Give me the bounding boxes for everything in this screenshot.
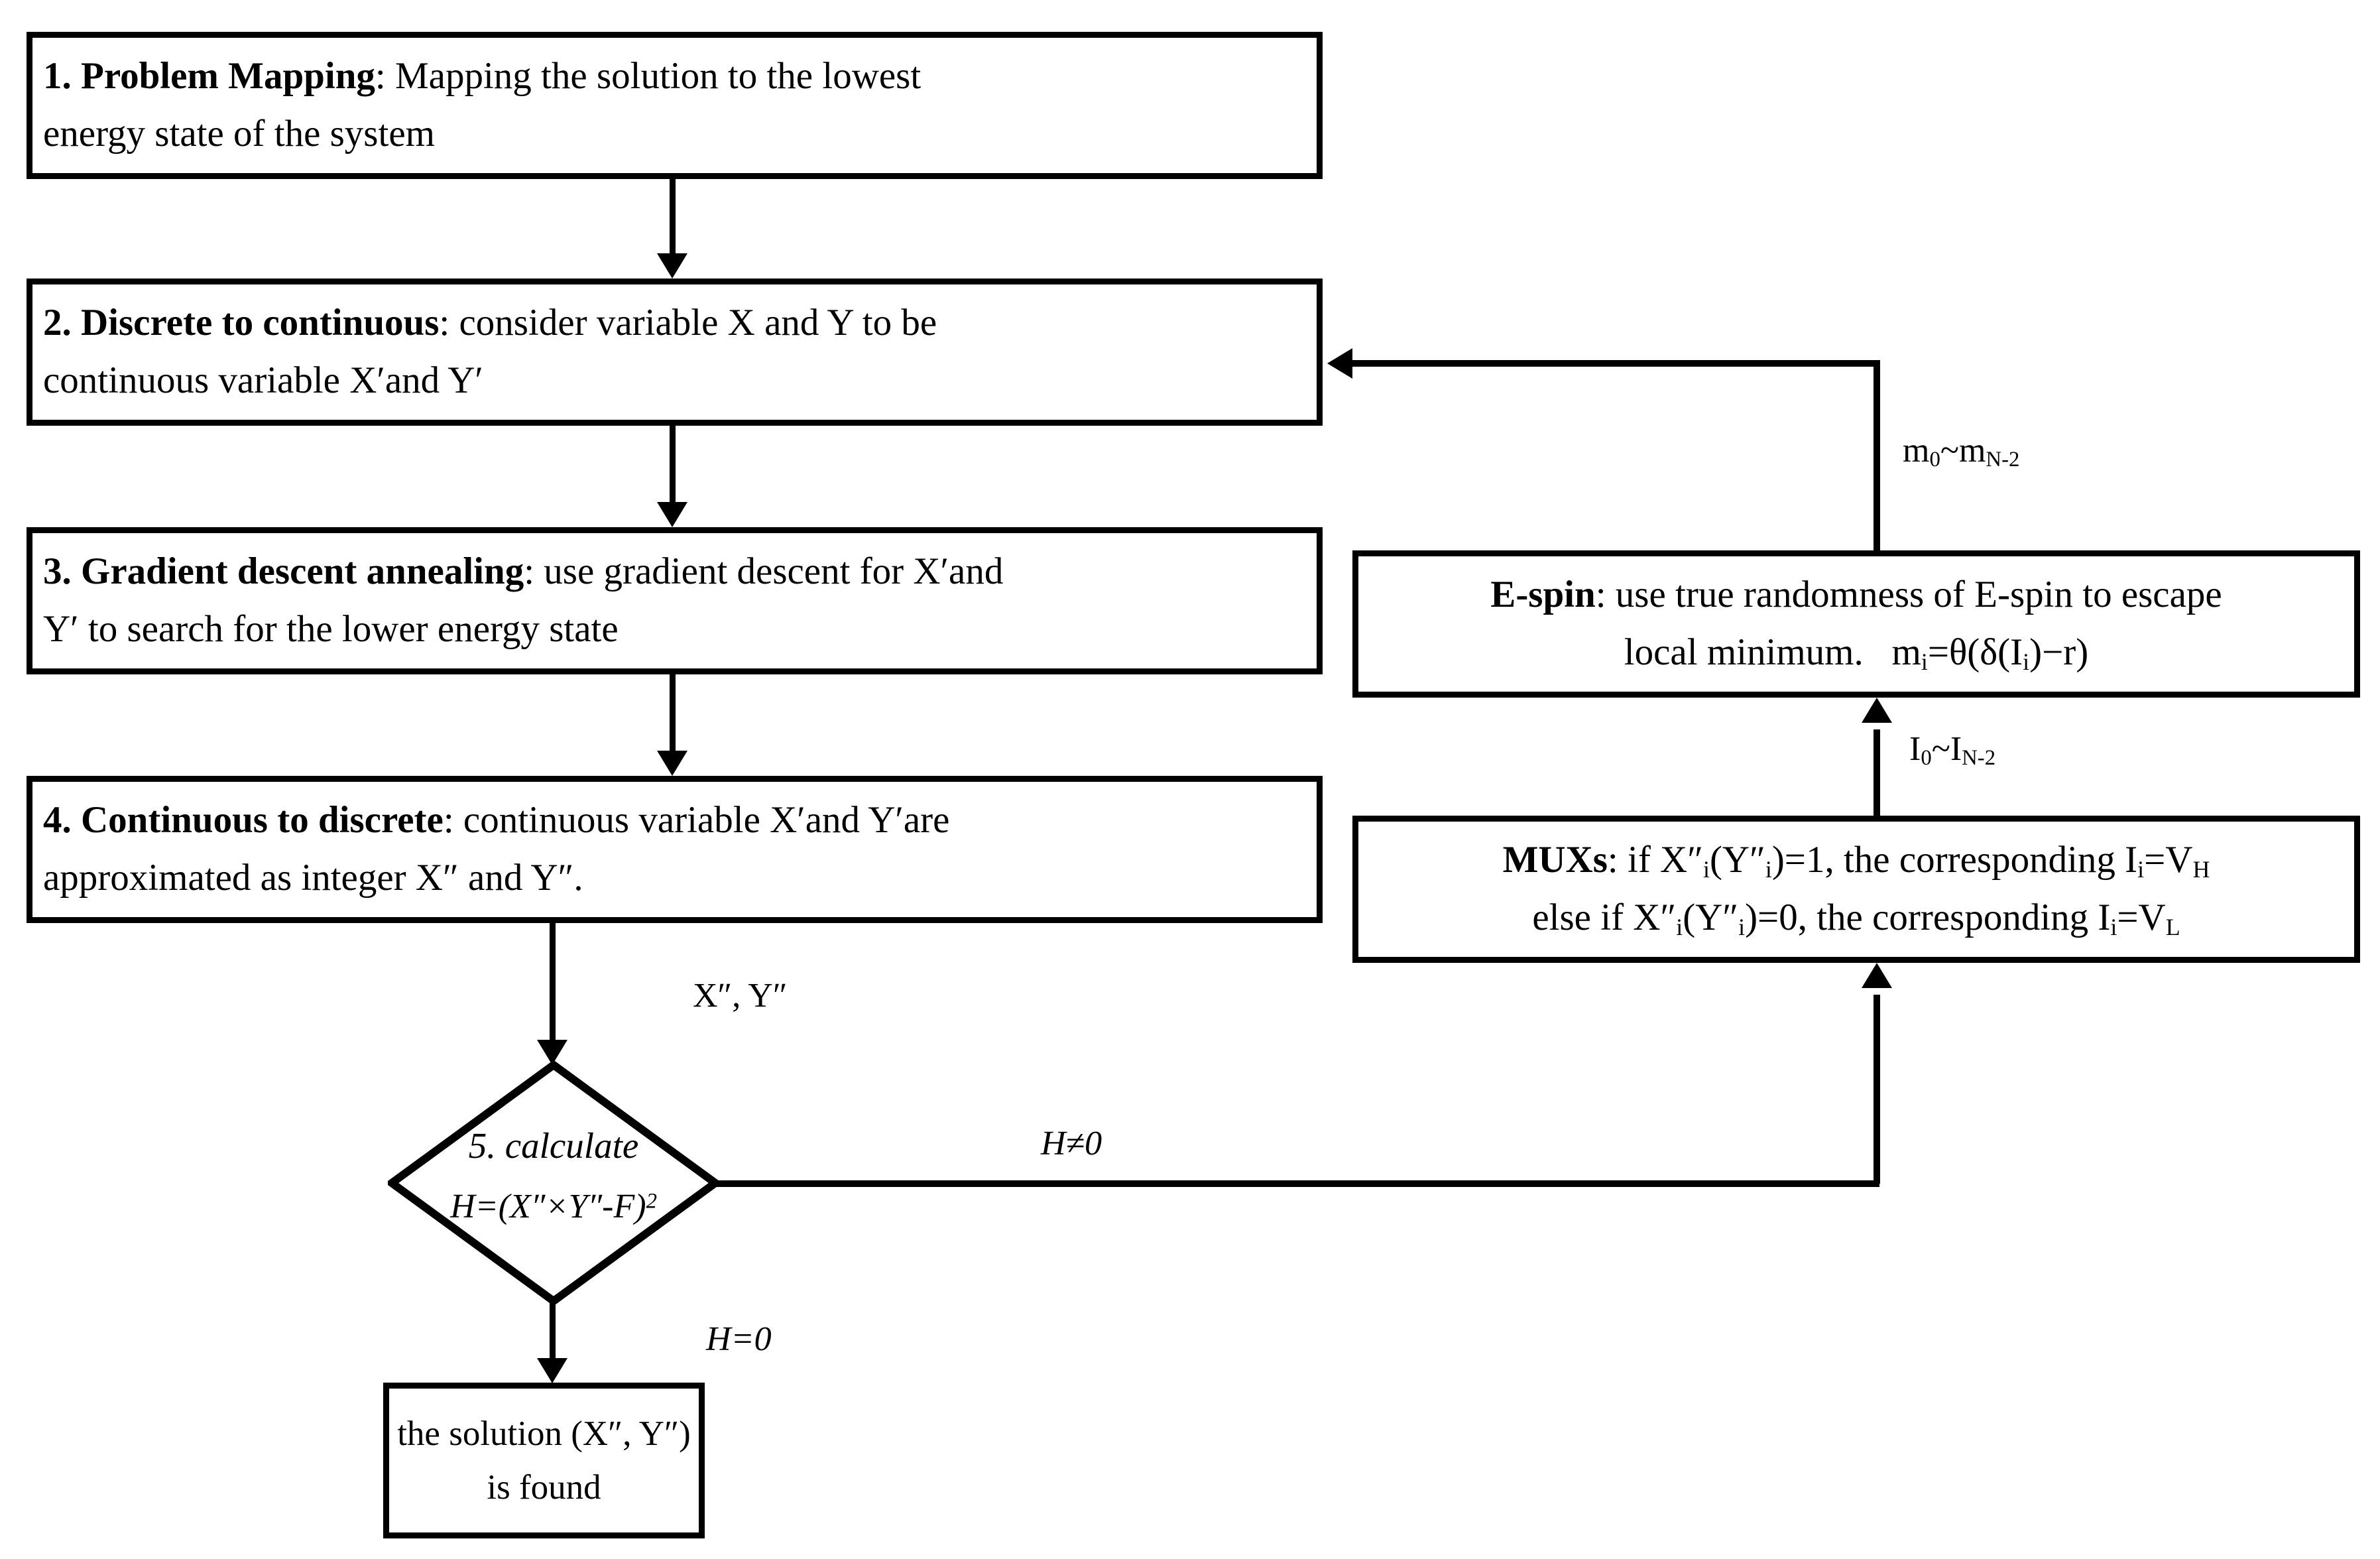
node-espin-formula: mi=θ(δ(Ii)−r): [1891, 631, 2089, 675]
node-muxs-line-2-mid: (Y″: [1683, 897, 1739, 938]
node-step-4-line-2: approximated as integer X″ and Y″.: [43, 857, 583, 899]
node-espin-formula-rest: =θ(δ(I: [1927, 631, 2023, 673]
decision-formula-prime-2: ″: [587, 1188, 603, 1225]
node-step-1-line-2: energy state of the system: [43, 113, 435, 155]
node-muxs-line-1: MUXs: if X″i(Y″i)=1, the corresponding I…: [1368, 832, 2345, 889]
node-step-2-line-2: continuous variable X′and Y′: [43, 359, 483, 401]
decision-line-1: 5. calculate: [468, 1125, 639, 1166]
node-step-2-line-1: 2. Discrete to continuous: consider vari…: [43, 294, 1307, 352]
node-espin-formula-m: m: [1891, 631, 1921, 673]
edge-step2-to-step3-arrowhead: [657, 502, 687, 527]
node-espin-formula-tail: )−r): [2029, 631, 2089, 673]
edge-label-i0-to-in2: I0~IN-2: [1909, 729, 1995, 769]
node-decision-calculate[interactable]: 5. calculate H=(X″×Y″-F)2: [388, 1061, 719, 1305]
node-espin-line-1: E-spin: use true randomness of E-spin to…: [1368, 566, 2345, 624]
node-solution-line-2: is found: [487, 1467, 601, 1507]
decision-formula-exponent: 2: [646, 1189, 657, 1214]
node-muxs-line-2-end: =V: [2117, 897, 2166, 938]
edge-step4-to-decision-shaft: [550, 923, 556, 1042]
edge-decision-to-muxs-vertical: [1874, 995, 1880, 1184]
node-muxs-line-2-lead: else if X″: [1532, 897, 1677, 938]
edge-label-h-equals-zero: H=0: [706, 1320, 772, 1358]
node-espin-line-2-prefix: local minimum.: [1624, 631, 1864, 673]
edge-label-mn-sub: N-2: [1986, 448, 2020, 472]
node-muxs-bold-lead: MUXs: [1502, 839, 1608, 881]
node-step-4-line-1: 4. Continuous to discrete: continuous va…: [43, 792, 1307, 849]
node-solution-line-1: the solution (X″, Y″): [397, 1414, 691, 1453]
node-step-3-line-2: Y′ to search for the lower energy state: [43, 608, 619, 650]
node-solution-found[interactable]: the solution (X″, Y″) is found: [383, 1383, 705, 1538]
node-step-1-line-1-rest: : Mapping the solution to the lowest: [375, 55, 922, 97]
decision-line-2: H=(X″×Y″-F)2: [388, 1187, 719, 1226]
edge-espin-to-step2-arrowhead: [1327, 348, 1352, 379]
decision-formula-prime-1: ″: [530, 1188, 546, 1225]
node-step-1-line-1: 1. Problem Mapping: Mapping the solution…: [43, 48, 1307, 105]
node-espin-line-1-rest: : use true randomness of E-spin to escap…: [1595, 574, 2222, 616]
node-step-4-continuous-to-discrete[interactable]: 4. Continuous to discrete: continuous va…: [27, 776, 1323, 923]
node-step-4-bold-lead: 4. Continuous to discrete: [43, 799, 444, 842]
edge-label-m0-sub: 0: [1929, 448, 1940, 472]
node-muxs-line-2-tail: )=0, the corresponding I: [1745, 897, 2111, 938]
node-step-1-bold-lead: 1. Problem Mapping: [43, 55, 375, 97]
edge-step3-to-step4-arrowhead: [657, 751, 687, 776]
node-step-3-bold-lead: 3. Gradient descent annealing: [43, 550, 524, 593]
node-step-3-line-1-rest: : use gradient descent for X′and: [524, 550, 1004, 593]
node-muxs-line-2-sub-c: i: [2110, 913, 2117, 940]
edge-label-m0-to-mn2: m0~mN-2: [1903, 431, 2020, 472]
node-espin-formula-sub-i: i: [1921, 648, 1928, 675]
edge-label-in-main: ~I: [1931, 730, 1962, 768]
node-step-2-discrete-to-continuous[interactable]: 2. Discrete to continuous: consider vari…: [27, 279, 1323, 426]
edge-step1-to-step2-arrowhead: [657, 253, 687, 279]
node-espin-line-2: local minimum. mi=θ(δ(Ii)−r): [1368, 624, 2345, 682]
edge-step3-to-step4-shaft: [670, 674, 676, 753]
node-muxs-line-1-sub-a: i: [1702, 856, 1710, 883]
edge-label-xy-double-prime: X″, Y″: [693, 977, 788, 1015]
edge-label-in-sub: N-2: [1962, 746, 1996, 771]
node-muxs-line-2-sub-b: i: [1738, 913, 1746, 940]
node-step-1-problem-mapping[interactable]: 1. Problem Mapping: Mapping the solution…: [27, 32, 1323, 179]
edge-step1-to-step2-shaft: [670, 179, 676, 255]
edge-muxs-to-espin-arrowhead: [1862, 698, 1892, 723]
edge-muxs-to-espin-shaft: [1874, 729, 1880, 817]
edge-decision-to-muxs-horizontal: [716, 1180, 1879, 1187]
edge-decision-to-solution-shaft: [550, 1301, 556, 1361]
node-muxs-line-2-sub-d: L: [2165, 913, 2180, 940]
node-step-2-line-1-rest: : consider variable X and Y to be: [439, 302, 937, 344]
node-step-3-line-1: 3. Gradient descent annealing: use gradi…: [43, 543, 1307, 601]
edge-step4-to-decision-arrowhead: [537, 1040, 567, 1065]
node-step-3-gradient-descent-annealing[interactable]: 3. Gradient descent annealing: use gradi…: [27, 527, 1323, 674]
node-step-4-line-1-rest: : continuous variable X′and Y′are: [443, 799, 950, 842]
edge-decision-to-solution-arrowhead: [537, 1358, 567, 1383]
node-espin-formula-sub-i2: i: [2023, 648, 2030, 675]
node-muxs-line-1-sub-d: H: [2192, 856, 2210, 883]
edge-label-h-not-equal-zero: H≠0: [1041, 1125, 1102, 1162]
edge-espin-to-step2-vertical: [1874, 360, 1880, 552]
node-muxs[interactable]: MUXs: if X″i(Y″i)=1, the corresponding I…: [1352, 816, 2360, 963]
edge-label-i0-sub: 0: [1921, 746, 1932, 771]
edge-step2-to-step3-shaft: [670, 426, 676, 504]
node-muxs-line-1-end: =V: [2144, 839, 2193, 881]
edge-label-mn-main: ~m: [1940, 432, 1986, 469]
decision-formula-mid: ×Y: [545, 1188, 588, 1225]
node-espin[interactable]: E-spin: use true randomness of E-spin to…: [1352, 550, 2360, 698]
node-muxs-line-2-sub-a: i: [1676, 913, 1683, 940]
node-muxs-line-1-sub-b: i: [1765, 856, 1772, 883]
edge-decision-to-muxs-arrowhead: [1862, 963, 1892, 988]
edge-label-i0-main: I: [1909, 730, 1921, 768]
node-step-2-bold-lead: 2. Discrete to continuous: [43, 302, 440, 344]
decision-diamond-shape: [388, 1061, 719, 1305]
decision-formula-prefix: H=(X: [450, 1188, 531, 1225]
node-muxs-line-1-tail: )=1, the corresponding I: [1771, 839, 2138, 881]
node-muxs-line-1-rest: : if X″: [1607, 839, 1703, 881]
edge-espin-to-step2-horizontal: [1352, 360, 1880, 367]
node-muxs-line-1-sub-c: i: [2137, 856, 2145, 883]
decision-formula-tail: -F): [602, 1188, 646, 1225]
node-muxs-line-1-mid: (Y″: [1709, 839, 1765, 881]
node-muxs-line-2: else if X″i(Y″i)=0, the corresponding Ii…: [1368, 889, 2345, 947]
node-espin-bold-lead: E-spin: [1490, 574, 1596, 616]
edge-label-m0-main: m: [1903, 432, 1930, 469]
